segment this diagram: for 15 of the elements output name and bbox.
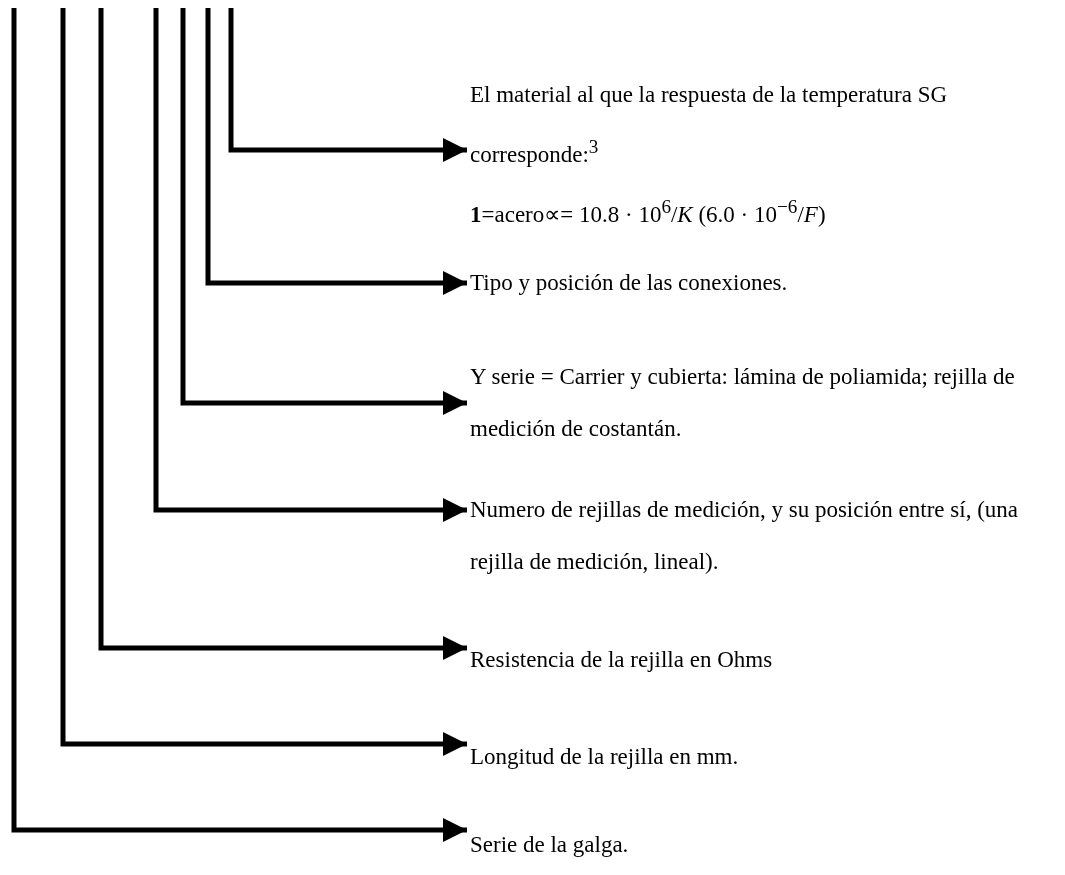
arrow (180, 8, 467, 415)
arrow (153, 8, 467, 522)
arrow (228, 8, 467, 162)
arrow (205, 8, 467, 295)
arrow (60, 8, 467, 756)
description-text: Numero de rejillas de medición, y su posición entre sí, (una rejilla de medición, lineal). (470, 496, 1020, 576)
description-text: Longitud de la rejilla en mm. (470, 743, 740, 771)
description-text: Y serie = Carrier y cubierta: lámina de poliamida; rejilla de medición de costantán. (470, 363, 1016, 443)
description-text: Resistencia de la rejilla en Ohms (470, 646, 774, 674)
description-text: El material al que la respuesta de la temperatura SG corresponde:$^{3}$ (470, 81, 949, 169)
description-text: Tipo y posición de las conexiones. (470, 269, 789, 297)
arrow (98, 8, 467, 660)
arrow (11, 8, 467, 842)
description-text: Serie de la galga. (470, 831, 630, 859)
description-text: 1=acero∝= 10.8 · 10$^{6}$/K (6.0 · 10$^{−6}$/F) (470, 194, 827, 229)
